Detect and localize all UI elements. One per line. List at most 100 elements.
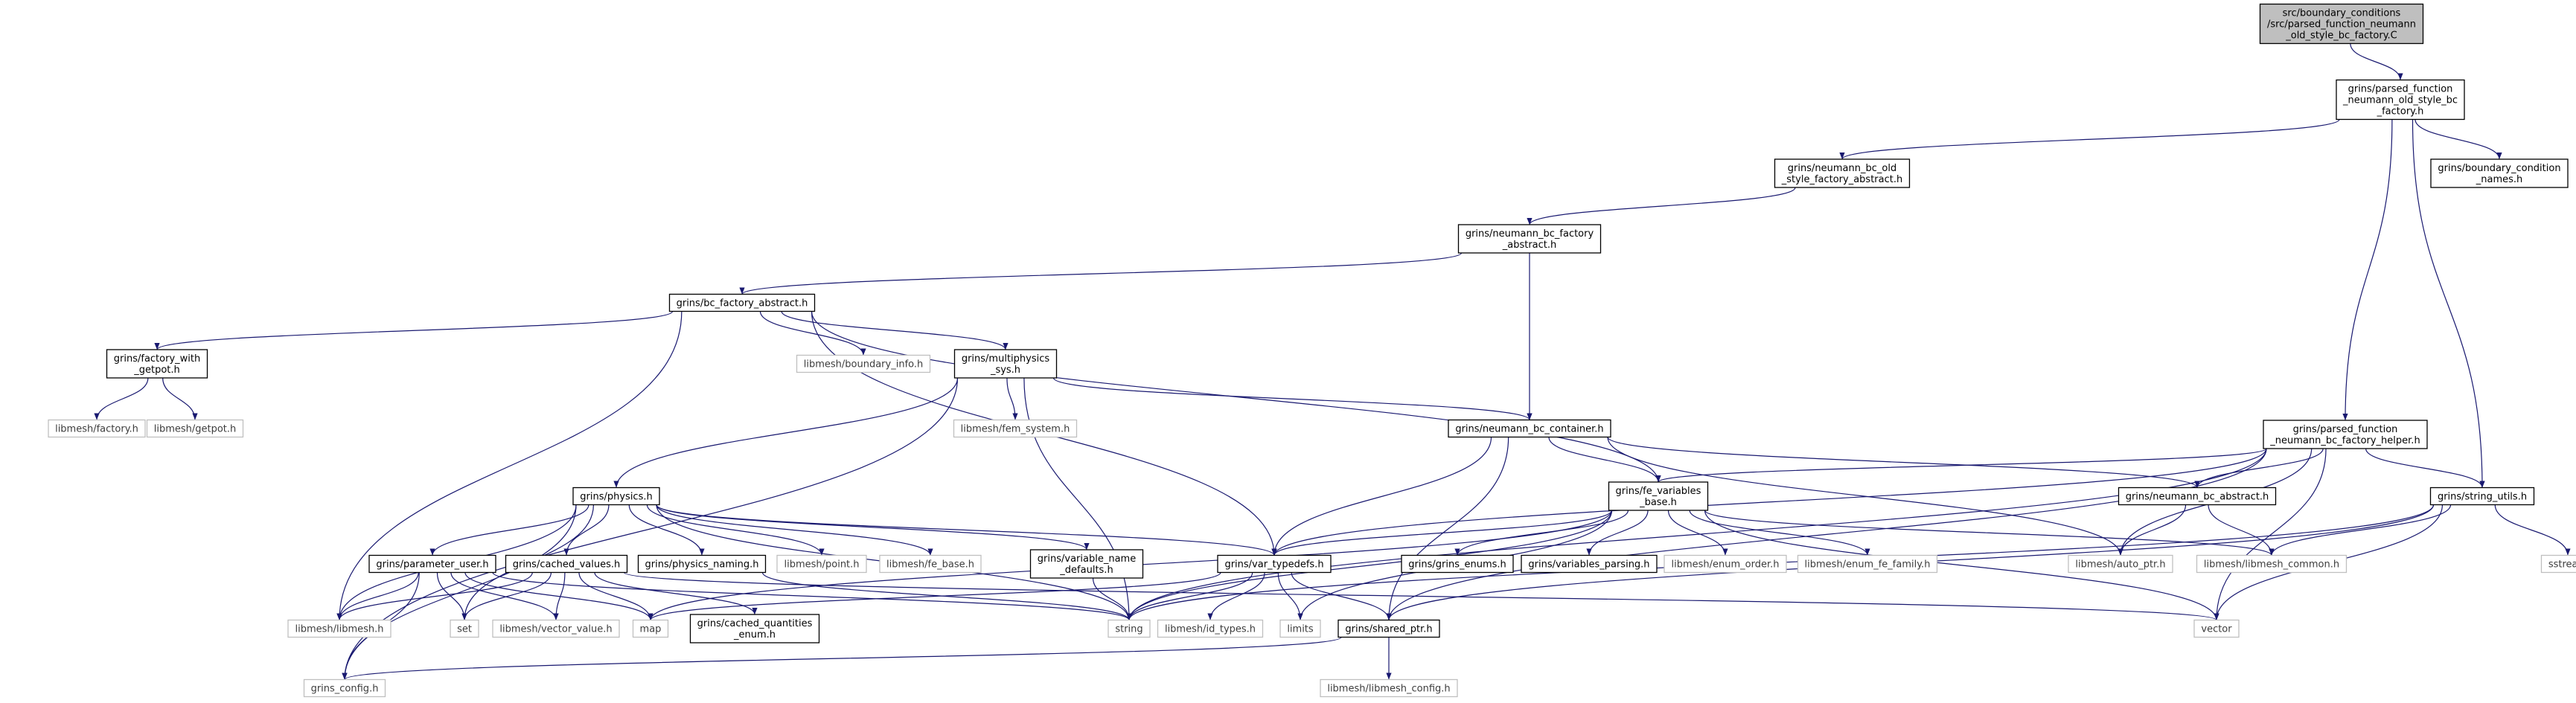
node-box: [2336, 79, 2465, 121]
edge-physics-to-cached-values: [563, 504, 610, 556]
node-label-line: grins/cached_quantities: [697, 618, 813, 629]
node-label-line: libmesh/auto_ptr.h: [2075, 559, 2165, 571]
node-bc-cond-names[interactable]: grins/boundary_condition_names.h: [2430, 158, 2569, 188]
node-label-line: _base.h: [1639, 497, 1677, 508]
node-box: [368, 554, 496, 574]
node-lm-auto-ptr: libmesh/auto_ptr.h: [2068, 554, 2173, 574]
node-box: [1279, 619, 1321, 638]
node-box: [1029, 549, 1144, 579]
node-lm-point: libmesh/point.h: [776, 554, 867, 574]
node-label-line: grins/neumann_bc_old: [1788, 163, 1896, 174]
edge-nbc-fact-abs-to-bc-fact-abs: [739, 252, 1463, 295]
node-nbc-abstract[interactable]: grins/neumann_bc_abstract.h: [2118, 487, 2277, 506]
node-label-line: grins/neumann_bc_abstract.h: [2126, 492, 2269, 503]
edge-cached-values-to-lm-vector-value: [553, 572, 566, 620]
node-box: [1663, 554, 1787, 574]
node-box: [1217, 554, 1332, 574]
node-box: [776, 554, 867, 574]
node-label-line: grins/string_utils.h: [2438, 492, 2527, 503]
edge-fe-vars-base-to-vector: [1704, 510, 2219, 620]
edge-physics-to-lm-fe-base: [656, 504, 933, 556]
node-var-name-defaults[interactable]: grins/variable_name_defaults.h: [1029, 549, 1144, 579]
node-label-line: _neumann_bc_factory_helper.h: [2269, 435, 2420, 446]
edge-multiphysics-to-lm-fem-system: [1006, 377, 1018, 420]
node-label-line: /src/parsed_function_neumann: [2267, 19, 2416, 31]
edge-physics-to-var-typedefs: [656, 504, 1277, 556]
node-fact-getpot[interactable]: grins/factory_with_getpot.h: [106, 349, 208, 379]
node-label-line: grins/fe_variables: [1616, 486, 1701, 497]
node-box: [572, 487, 660, 506]
node-vector: vector: [2193, 619, 2240, 638]
node-label-line: libmesh/enum_fe_family.h: [1805, 559, 1931, 571]
edge-var-typedefs-to-limits: [1277, 572, 1303, 620]
edge-string-utils-to-lm-common: [2269, 504, 2452, 556]
node-cached-qty-enum[interactable]: grins/cached_quantities_enum.h: [689, 614, 820, 643]
node-label-line: grins/var_typedefs.h: [1224, 559, 1323, 571]
node-pfn-old-h[interactable]: grins/parsed_function_neumann_old_style_…: [2336, 79, 2465, 121]
file-nodes: src/boundary_conditions/src/parsed_funct…: [48, 3, 2576, 698]
node-box: [668, 293, 816, 312]
node-label-line: grins_config.h: [311, 684, 379, 695]
node-label-line: libmesh/factory.h: [55, 424, 138, 435]
node-label-line: _style_factory_abstract.h: [1781, 174, 1902, 185]
node-shared-ptr[interactable]: grins/shared_ptr.h: [1337, 619, 1440, 638]
edge-param-user-to-string: [492, 571, 1132, 621]
edge-cached-values-to-map: [578, 572, 653, 620]
node-label-line: grins/grins_enums.h: [1408, 559, 1506, 571]
edge-fe-vars-base-to-vars-parsing: [1586, 510, 1649, 556]
node-box: [2259, 3, 2424, 45]
edge-pfn-helper-to-var-typedefs: [1271, 448, 2267, 556]
node-label-line: src/boundary_conditions: [2283, 8, 2401, 19]
edge-bc-fact-abs-to-lm-boundary-info: [759, 311, 866, 356]
edge-multiphysics-to-physics: [613, 377, 959, 488]
node-grins-enums[interactable]: grins/grins_enums.h: [1401, 554, 1514, 574]
edge-pfn-helper-to-string: [1126, 448, 2267, 620]
edge-pfn-helper-to-fe-vars-base: [1655, 448, 2267, 483]
node-label-line: libmesh/fem_system.h: [961, 424, 1070, 435]
node-label-line: grins/variable_name: [1038, 553, 1136, 565]
node-label-line: libmesh/vector_value.h: [499, 624, 612, 635]
node-pfn-helper[interactable]: grins/parsed_function_neumann_bc_factory…: [2263, 420, 2428, 449]
node-box: [796, 354, 931, 373]
edge-fe-vars-base-to-grins-enums: [1454, 510, 1629, 556]
node-label-line: libmesh/getpot.h: [154, 424, 237, 435]
edge-fact-getpot-to-lm-factory: [94, 377, 149, 420]
node-cached-values[interactable]: grins/cached_values.h: [505, 554, 628, 574]
node-box: [2118, 487, 2277, 506]
node-box: [1448, 419, 1611, 438]
edge-physics-to-var-name-defaults: [656, 504, 1090, 550]
node-var-typedefs[interactable]: grins/var_typedefs.h: [1217, 554, 1332, 574]
edge-multiphysics-to-nbc-container: [1052, 377, 1533, 421]
node-box: [1774, 158, 1911, 188]
node-nbc-fact-abs[interactable]: grins/neumann_bc_factory_abstract.h: [1457, 224, 1602, 254]
edge-string-utils-to-sstream: [2494, 504, 2571, 556]
edge-param-user-to-lm-vector-value: [450, 572, 559, 620]
node-fe-vars-base[interactable]: grins/fe_variables_base.h: [1608, 481, 1709, 511]
node-label-line: grins/multiphysics: [962, 353, 1050, 365]
node-vars-parsing[interactable]: grins/variables_parsing.h: [1521, 554, 1658, 574]
node-physics-naming[interactable]: grins/physics_naming.h: [637, 554, 767, 574]
node-label-line: libmesh/libmesh.h: [295, 624, 383, 635]
edge-fe-vars-base-to-var-typedefs: [1271, 510, 1613, 556]
node-box: [2263, 420, 2428, 449]
node-box: [287, 619, 391, 638]
node-lm-fe-base: libmesh/fe_base.h: [879, 554, 982, 574]
node-bc-fact-abs[interactable]: grins/bc_factory_abstract.h: [668, 293, 816, 312]
node-param-user[interactable]: grins/parameter_user.h: [368, 554, 496, 574]
node-label-line: _sys.h: [990, 365, 1020, 376]
node-label-line: _enum.h: [733, 629, 776, 641]
node-physics[interactable]: grins/physics.h: [572, 487, 660, 506]
edge-physics-to-param-user: [429, 504, 589, 556]
node-box: [689, 614, 820, 643]
node-nbc-old-abs[interactable]: grins/neumann_bc_old_style_factory_abstr…: [1774, 158, 1911, 188]
node-nbc-container[interactable]: grins/neumann_bc_container.h: [1448, 419, 1611, 438]
edge-param-user-to-set: [436, 572, 467, 620]
node-root[interactable]: src/boundary_conditions/src/parsed_funct…: [2259, 3, 2424, 45]
node-label-line: libmesh/boundary_info.h: [804, 359, 924, 370]
edge-var-typedefs-to-lm-id-types: [1207, 572, 1265, 620]
node-label-line: libmesh/libmesh_config.h: [1327, 684, 1450, 695]
node-box: [953, 349, 1058, 379]
node-string-utils[interactable]: grins/string_utils.h: [2429, 487, 2535, 506]
node-multiphysics[interactable]: grins/multiphysics_sys.h: [953, 349, 1058, 379]
